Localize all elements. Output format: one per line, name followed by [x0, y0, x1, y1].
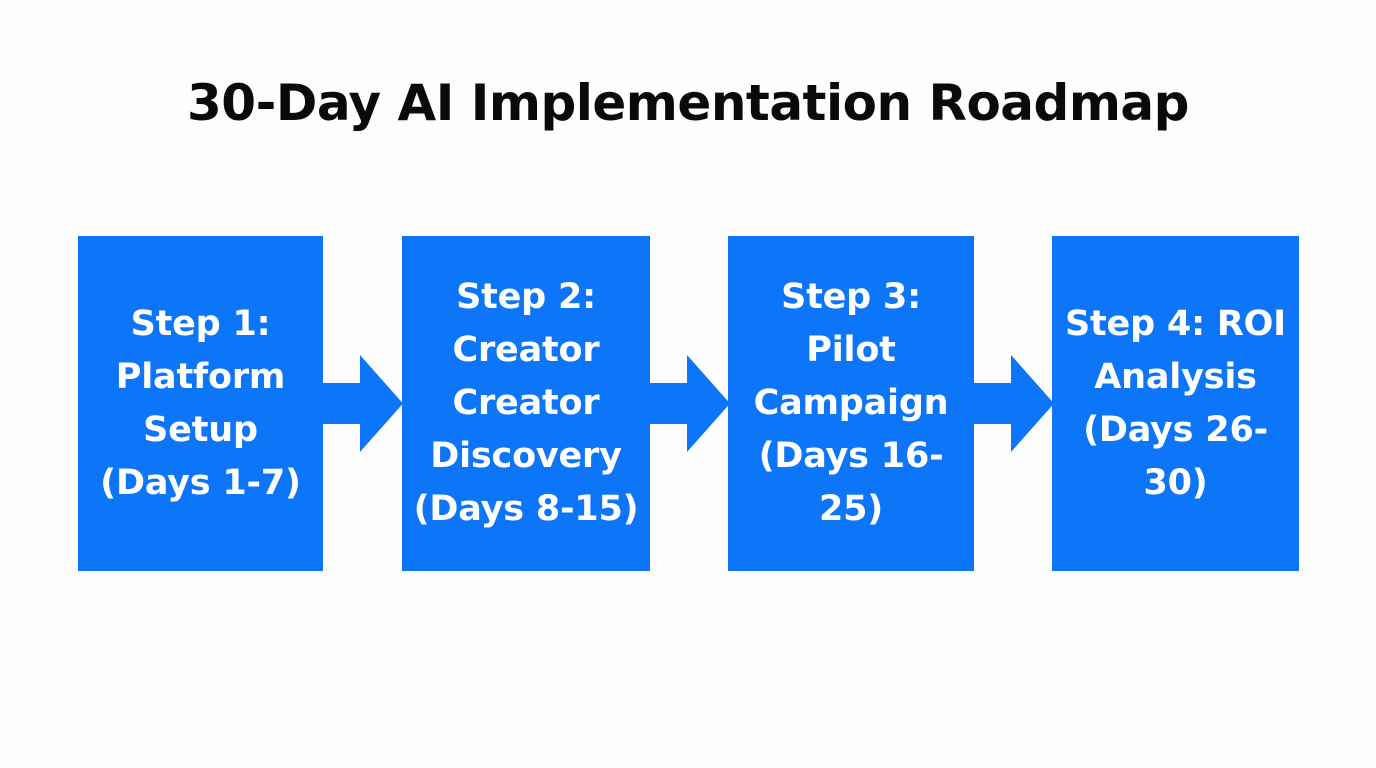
right-block-arrow-icon — [323, 355, 403, 452]
process-step-1[interactable]: Step 1: Platform Setup (Days 1-7) — [78, 236, 323, 571]
page-title: 30-Day AI Implementation Roadmap — [187, 74, 1189, 132]
process-step-3[interactable]: Step 3: Pilot Campaign (Days 16-25) — [728, 236, 974, 571]
process-step-4-label: Step 4: ROI Analysis (Days 26-30) — [1065, 303, 1286, 503]
process-flow: Step 1: Platform Setup (Days 1-7) Step 2… — [78, 236, 1299, 571]
process-step-3-label: Step 3: Pilot Campaign (Days 16-25) — [753, 277, 949, 529]
right-block-arrow-icon — [650, 355, 730, 452]
process-step-1-label: Step 1: Platform Setup (Days 1-7) — [100, 303, 301, 503]
process-step-2[interactable]: Step 2: Creator Creator Discovery (Days … — [402, 236, 650, 571]
process-step-4[interactable]: Step 4: ROI Analysis (Days 26-30) — [1052, 236, 1299, 571]
right-block-arrow-icon — [974, 355, 1054, 452]
process-step-2-label: Step 2: Creator Creator Discovery (Days … — [413, 277, 639, 529]
